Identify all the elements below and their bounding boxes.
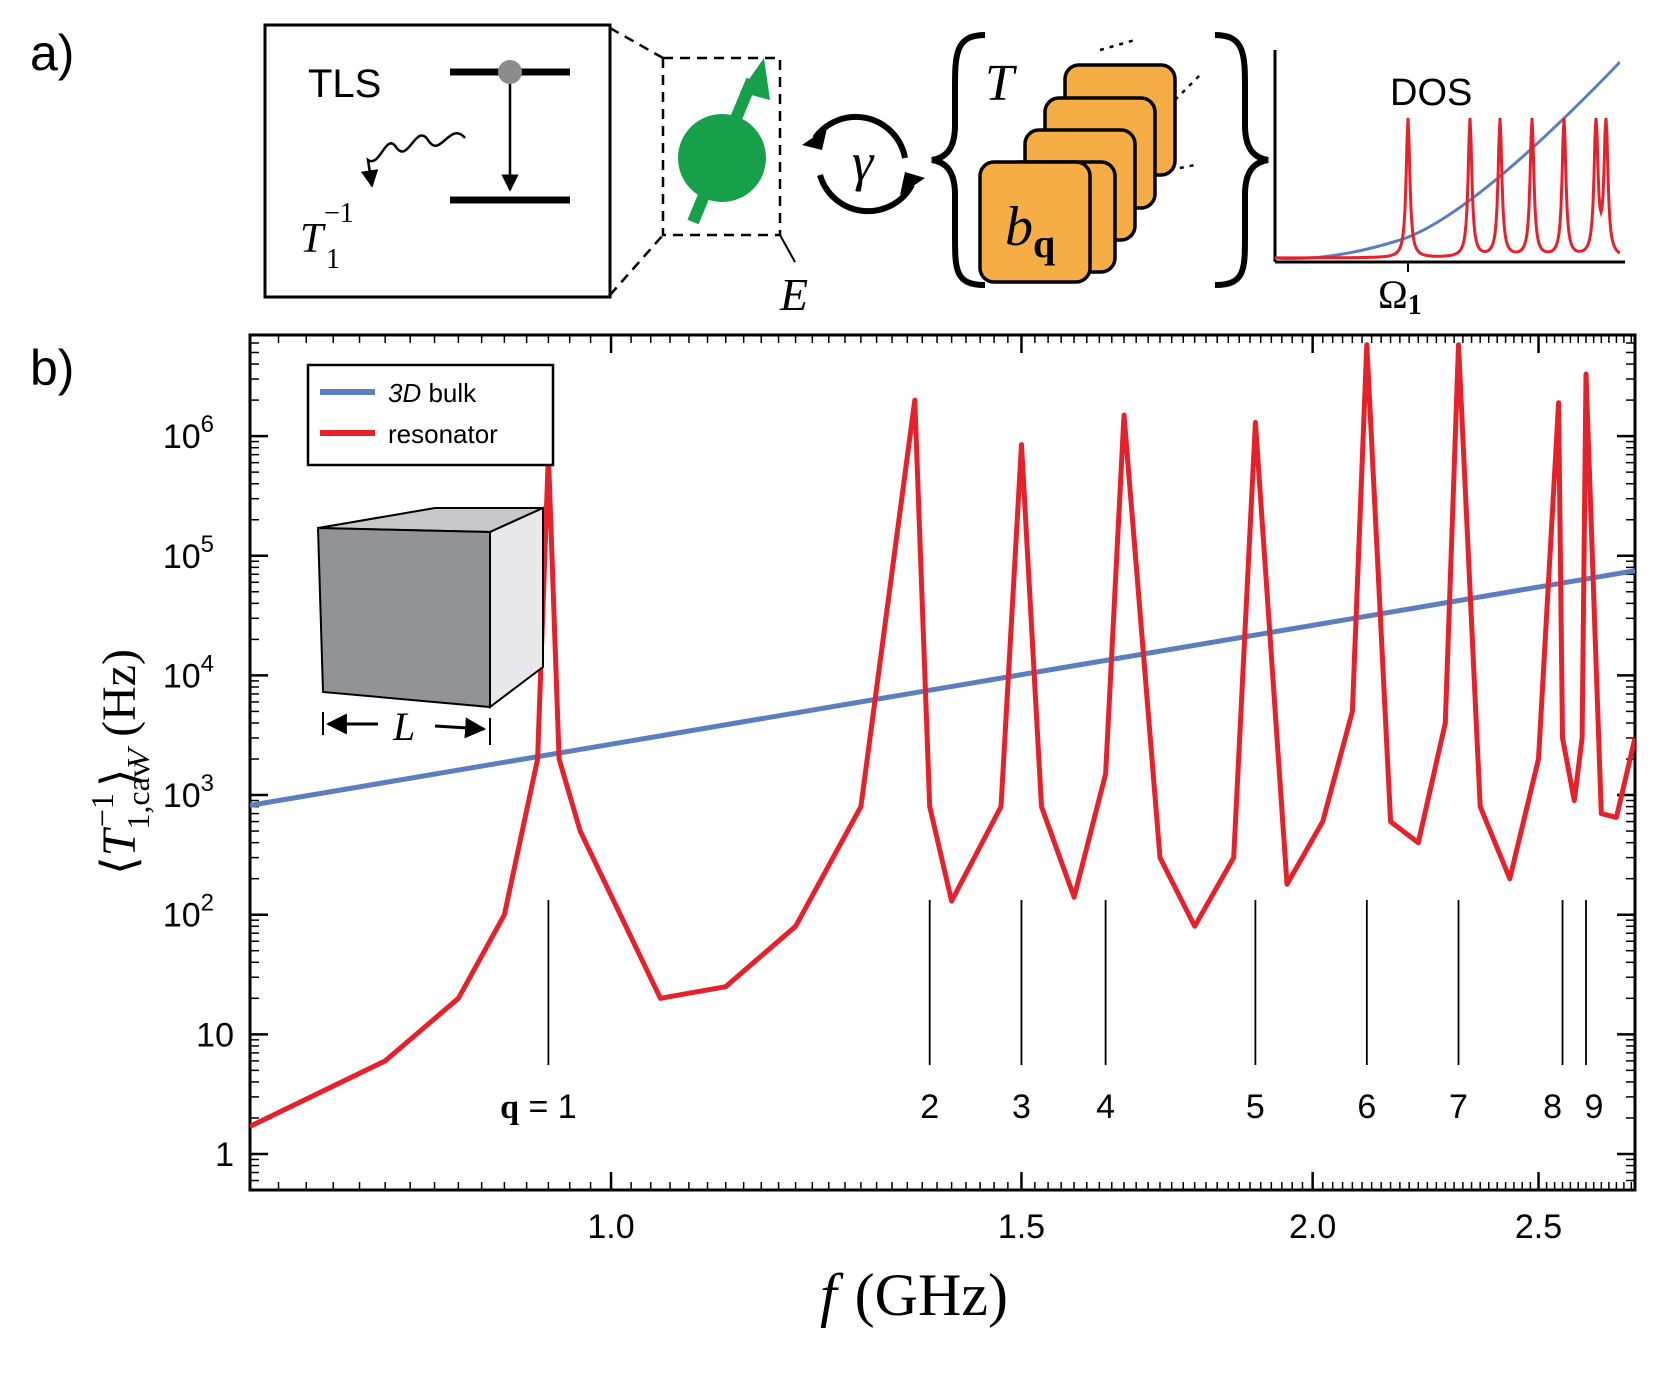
right-brace xyxy=(1214,32,1269,288)
mode-operator-label: bq xyxy=(1005,196,1055,266)
series-resonator-line xyxy=(250,342,1635,1129)
x-tick-label: 1.0 xyxy=(587,1208,634,1246)
tls-box xyxy=(263,23,612,299)
omega-label: Ω1 xyxy=(1378,272,1422,321)
cube-icon xyxy=(316,506,544,745)
spin-icon xyxy=(678,58,770,225)
cube-dimension-label: L xyxy=(392,704,415,749)
left-brace xyxy=(931,32,986,288)
plot-frame xyxy=(248,333,1637,1192)
tls-label: TLS xyxy=(308,62,381,106)
legend-label-bulk: 3D bulk xyxy=(388,378,477,408)
panel-a-label: a) xyxy=(30,25,74,81)
legend-label-resonator: resonator xyxy=(388,419,498,449)
mode-t-label: T xyxy=(985,55,1017,112)
y-tick-label: 102 xyxy=(163,890,214,935)
energy-label: E xyxy=(779,269,808,320)
x-tick-label: 2.5 xyxy=(1515,1208,1562,1246)
y-tick-label: 1 xyxy=(215,1136,234,1174)
dos-label: DOS xyxy=(1390,72,1472,114)
cycle-arrows-icon xyxy=(802,113,925,215)
x-tick-label: 1.5 xyxy=(998,1208,1045,1246)
two-level-system-icon xyxy=(450,60,570,204)
mode-marker-label: q = 1 xyxy=(500,1088,577,1126)
svg-text:⟨T1,cav−1⟩V (Hz): ⟨T1,cav−1⟩V (Hz) xyxy=(84,649,156,875)
svg-text:T: T xyxy=(300,216,326,262)
svg-text:1: 1 xyxy=(326,244,340,275)
mode-marker-label: 2 xyxy=(920,1088,939,1126)
mode-stack-icon: bq xyxy=(978,38,1201,284)
emission-wave-icon xyxy=(360,132,466,188)
x-axis-label: f(GHz) xyxy=(820,1262,1008,1328)
y-tick-label: 105 xyxy=(163,531,214,576)
y-tick-label: 10 xyxy=(196,1016,234,1054)
zoom-lines xyxy=(609,26,782,296)
y-tick-label: 106 xyxy=(163,411,214,456)
mode-marker-label: 9 xyxy=(1585,1088,1604,1126)
svg-text:−1: −1 xyxy=(324,198,354,229)
legend: 3D bulk resonator xyxy=(306,363,555,467)
mode-marker-label: 4 xyxy=(1096,1088,1115,1126)
series-3d-bulk-line xyxy=(250,568,1635,808)
t1-inverse-label: T 1 −1 xyxy=(300,198,354,275)
mode-marker-label: 6 xyxy=(1357,1088,1376,1126)
mode-marker-label: 5 xyxy=(1246,1088,1265,1126)
y-tick-label: 104 xyxy=(163,650,214,695)
panel-b-label: b) xyxy=(30,340,74,396)
x-axis-ticks: 1.0 1.5 2.0 2.5 xyxy=(587,335,1562,1246)
y-tick-label: 103 xyxy=(163,770,214,815)
coupling-gamma: γ xyxy=(852,132,875,192)
mode-marker-label: 3 xyxy=(1012,1088,1031,1126)
density-of-states-icon xyxy=(1273,50,1625,272)
energy-pointer xyxy=(779,234,796,263)
x-tick-label: 2.0 xyxy=(1289,1208,1336,1246)
minor-ticks xyxy=(250,334,1635,1191)
mode-marker-label: 8 xyxy=(1543,1088,1562,1126)
y-axis-label: ⟨T1,cav−1⟩V (Hz) xyxy=(84,649,156,875)
mode-marker-label: 7 xyxy=(1449,1088,1468,1126)
